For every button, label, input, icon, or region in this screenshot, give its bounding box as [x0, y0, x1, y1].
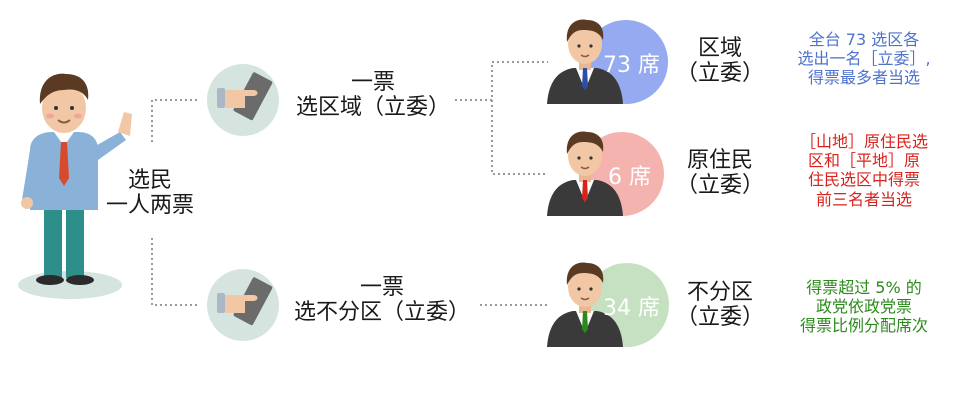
note-line: 住民选区中得票: [807, 170, 920, 190]
party-list-category-label: 不分区 （立委）: [672, 280, 768, 331]
voter-label-line2: 一人两票: [105, 193, 194, 219]
note-line: 得票超过 5% 的: [806, 278, 922, 297]
category-line1: 区域: [697, 36, 742, 61]
legislator-avatar-icon: [546, 130, 624, 217]
ballot-label-line2: 选区域（立委）: [295, 95, 450, 121]
ballot-label-line2: 选不分区（立委）: [293, 300, 470, 326]
indigenous-rule-note: ［山地］原住民选 区和［平地］原 住民选区中得票 前三名者当选: [780, 132, 948, 209]
category-line2: （立委）: [675, 305, 764, 331]
voter-label: 选民 一人两票: [98, 168, 202, 219]
district-rule-note: 全台 73 选区各 选出一名［立委］, 得票最多者当选: [780, 30, 948, 88]
hand-holding-card-icon: [207, 64, 279, 136]
hand-holding-card-icon: [207, 269, 279, 341]
note-line: 前三名者当选: [815, 189, 912, 209]
ballot-label-line1: 一票: [350, 70, 395, 95]
note-line: ［山地］原住民选: [799, 132, 928, 151]
party-list-seat-count: 34 席: [603, 296, 660, 321]
category-line2: （立委）: [675, 61, 764, 87]
party-list-ballot-label: 一票 选不分区（立委）: [282, 275, 482, 326]
note-line: 得票比例分配席次: [799, 316, 928, 336]
note-line: 区和［平地］原: [807, 151, 920, 171]
legislator-avatar-icon: [546, 261, 624, 348]
indigenous-seat-count: 6 席: [608, 165, 651, 190]
district-seat-count: 73 席: [603, 53, 660, 78]
note-line: 选出一名［立委］,: [797, 49, 931, 69]
district-category-label: 区域 （立委）: [672, 36, 768, 87]
note-line: 政党依政党票: [815, 297, 912, 317]
indigenous-category-label: 原住民 （立委）: [672, 148, 768, 199]
category-line1: 原住民: [686, 148, 753, 173]
party-list-rule-note: 得票超过 5% 的 政党依政党票 得票比例分配席次: [780, 278, 948, 336]
ballot-label-line1: 一票: [359, 275, 404, 300]
category-line1: 不分区: [686, 280, 753, 305]
voter-label-line1: 选民: [127, 168, 172, 193]
note-line: 全台 73 选区各: [808, 30, 920, 49]
district-ballot-label: 一票 选区域（立委）: [285, 70, 461, 121]
category-line2: （立委）: [675, 173, 764, 199]
note-line: 得票最多者当选: [807, 68, 920, 88]
legislator-avatar-icon: [546, 18, 624, 105]
man-waving-icon: [18, 73, 132, 299]
